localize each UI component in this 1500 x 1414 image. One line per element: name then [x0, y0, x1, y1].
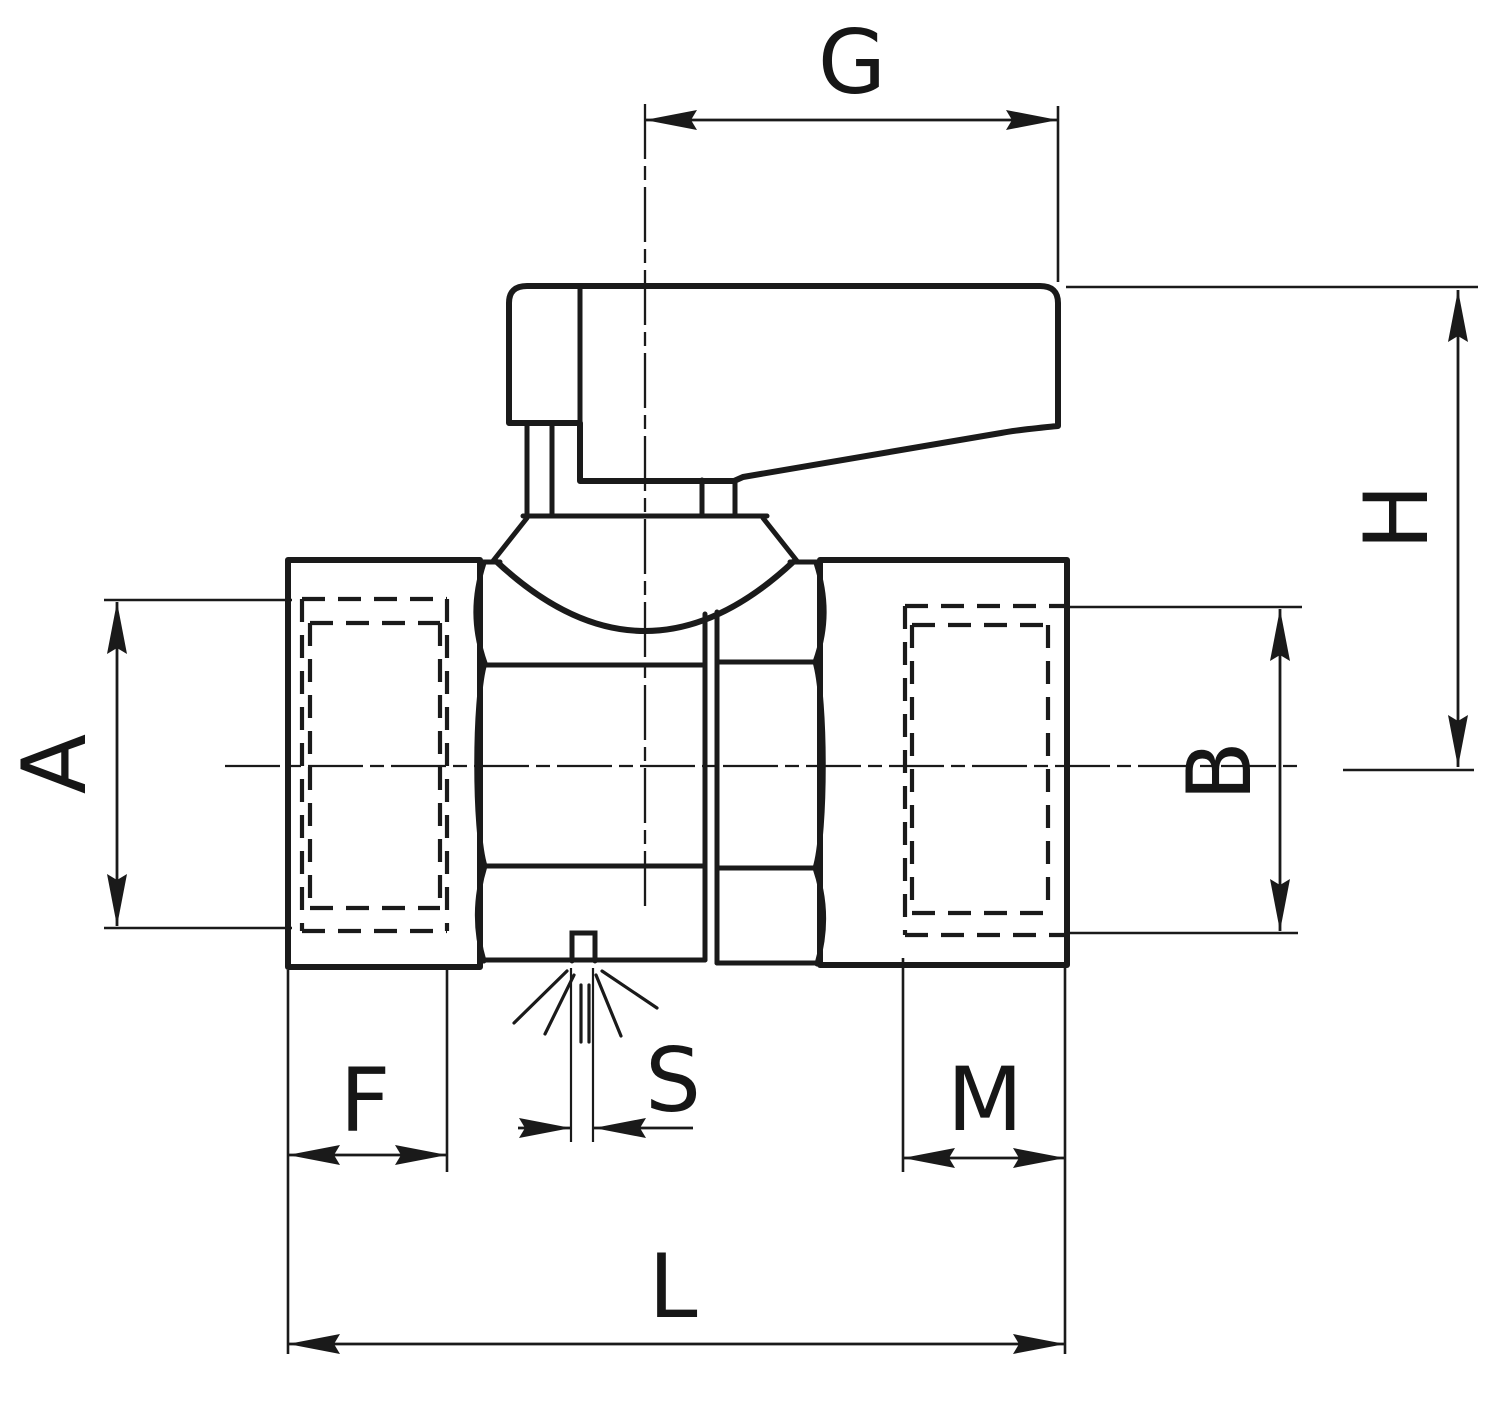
b-extension-lines: [1070, 605, 1302, 935]
right-thread-inner: [909, 622, 1051, 916]
drain-port: [569, 930, 598, 964]
dimension-b: B: [1070, 605, 1302, 935]
dimension-h: H: [1066, 285, 1478, 772]
s-label: S: [645, 1029, 701, 1132]
l-label: L: [648, 1235, 697, 1338]
dimension-f: F: [288, 970, 449, 1172]
f-label: F: [340, 1049, 391, 1152]
hex-flat-left: [473, 560, 488, 964]
a-extension-lines: [104, 598, 292, 930]
b-label: B: [1168, 741, 1271, 801]
valve-body: [285, 557, 1070, 970]
body-joint-verticals: [702, 609, 720, 966]
drain-spray: [512, 969, 659, 1044]
dimension-m: M: [901, 958, 1065, 1172]
h-label: H: [1345, 484, 1448, 550]
dimension-g: G: [645, 11, 1060, 282]
dimension-l: L: [286, 968, 1067, 1354]
left-thread-outer: [299, 596, 450, 934]
handle-outline: [506, 283, 1061, 484]
left-port: [285, 557, 483, 970]
h-extension-lines: [1066, 285, 1478, 772]
hex-flat-right: [812, 560, 827, 967]
body-inner-horizontals: [482, 659, 818, 871]
bonnet-slants: [490, 515, 800, 564]
spray-lines: [512, 969, 659, 1044]
s-extension-lines: [569, 968, 595, 1142]
handle: [490, 283, 1061, 564]
right-port: [817, 557, 1070, 968]
body-bottom-edges: [481, 957, 820, 966]
thread-dashes-left: [299, 596, 450, 934]
right-thread-outer: [902, 603, 1065, 938]
l-extension-lines: [286, 968, 1067, 1354]
centerlines: [225, 104, 1298, 906]
dimension-s: S: [518, 968, 701, 1142]
m-label: M: [947, 1048, 1023, 1151]
a-label: A: [3, 734, 106, 794]
g-label: G: [818, 11, 886, 114]
dimension-a: A: [3, 598, 292, 930]
thread-dashes-right: [902, 603, 1065, 938]
handle-stem-lines: [524, 420, 738, 518]
